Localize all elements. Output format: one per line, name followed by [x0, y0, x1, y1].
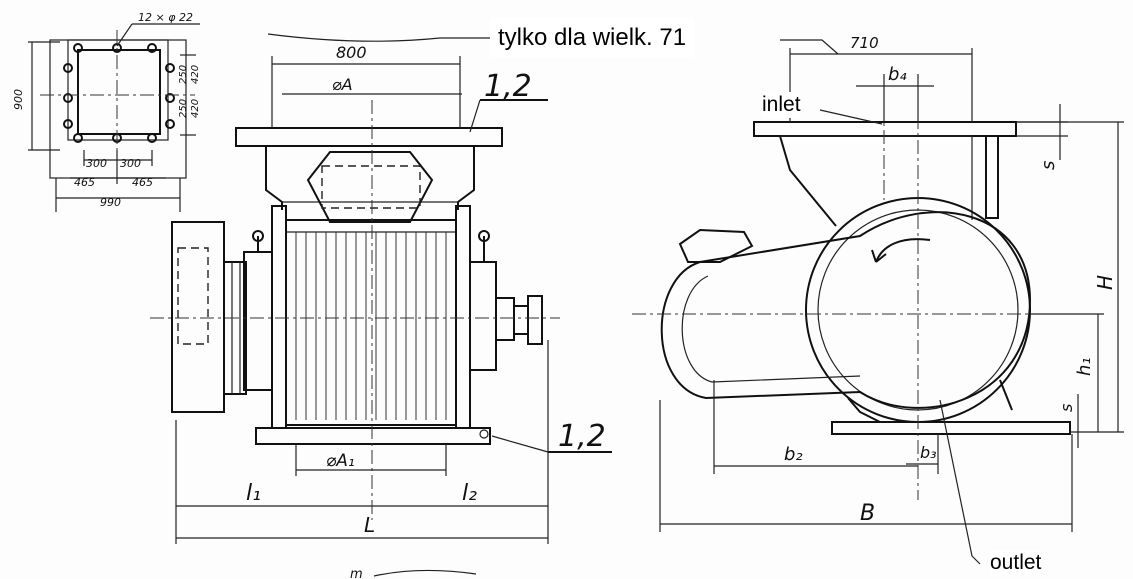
dim-B: B [860, 501, 875, 526]
dim-h1: h₁ [1074, 357, 1095, 376]
dim-710: 710 [850, 34, 879, 52]
dim-900: 900 [12, 89, 25, 110]
dim-b2: b₂ [784, 444, 803, 465]
hole-spec: 12 × φ 22 [138, 11, 193, 24]
outlet-label: outlet [990, 550, 1042, 576]
dim-300b: 300 [120, 157, 141, 170]
dim-800: 800 [336, 43, 367, 62]
dim-b3: b₃ [920, 443, 937, 462]
dim-420a: 420 [190, 65, 201, 84]
inlet-label: inlet [762, 92, 801, 118]
label-1-2-top: 1,2 [484, 69, 532, 104]
flange-top-view [28, 23, 200, 212]
dim-A: ⌀A [332, 75, 353, 94]
dim-420b: 420 [190, 99, 201, 118]
dim-990: 990 [100, 196, 121, 209]
dim-s-top: s [1038, 161, 1059, 170]
valve-front-view [150, 33, 612, 544]
dim-L: L [364, 513, 375, 537]
dim-465b: 465 [132, 176, 153, 189]
stray-glyph: m [350, 567, 363, 579]
dim-s-bottom: s [1057, 404, 1076, 412]
dim-300a: 300 [86, 157, 107, 170]
label-1-2-bottom: 1,2 [558, 419, 606, 454]
bolt-holes [63, 43, 175, 143]
dim-A1: ⌀A₁ [326, 451, 355, 471]
dim-250a: 250 [178, 65, 189, 84]
dim-H: H [1093, 275, 1117, 290]
dim-250b: 250 [178, 99, 189, 118]
dim-465a: 465 [74, 176, 95, 189]
dim-l1: l₁ [246, 481, 261, 506]
dim-b4: b₄ [888, 64, 907, 85]
valve-side-view [632, 39, 1124, 565]
dim-l2: l₂ [462, 481, 477, 506]
housing-ribs [295, 232, 447, 420]
only-for-size-note: tylko dla wielk. 71 [490, 18, 695, 58]
